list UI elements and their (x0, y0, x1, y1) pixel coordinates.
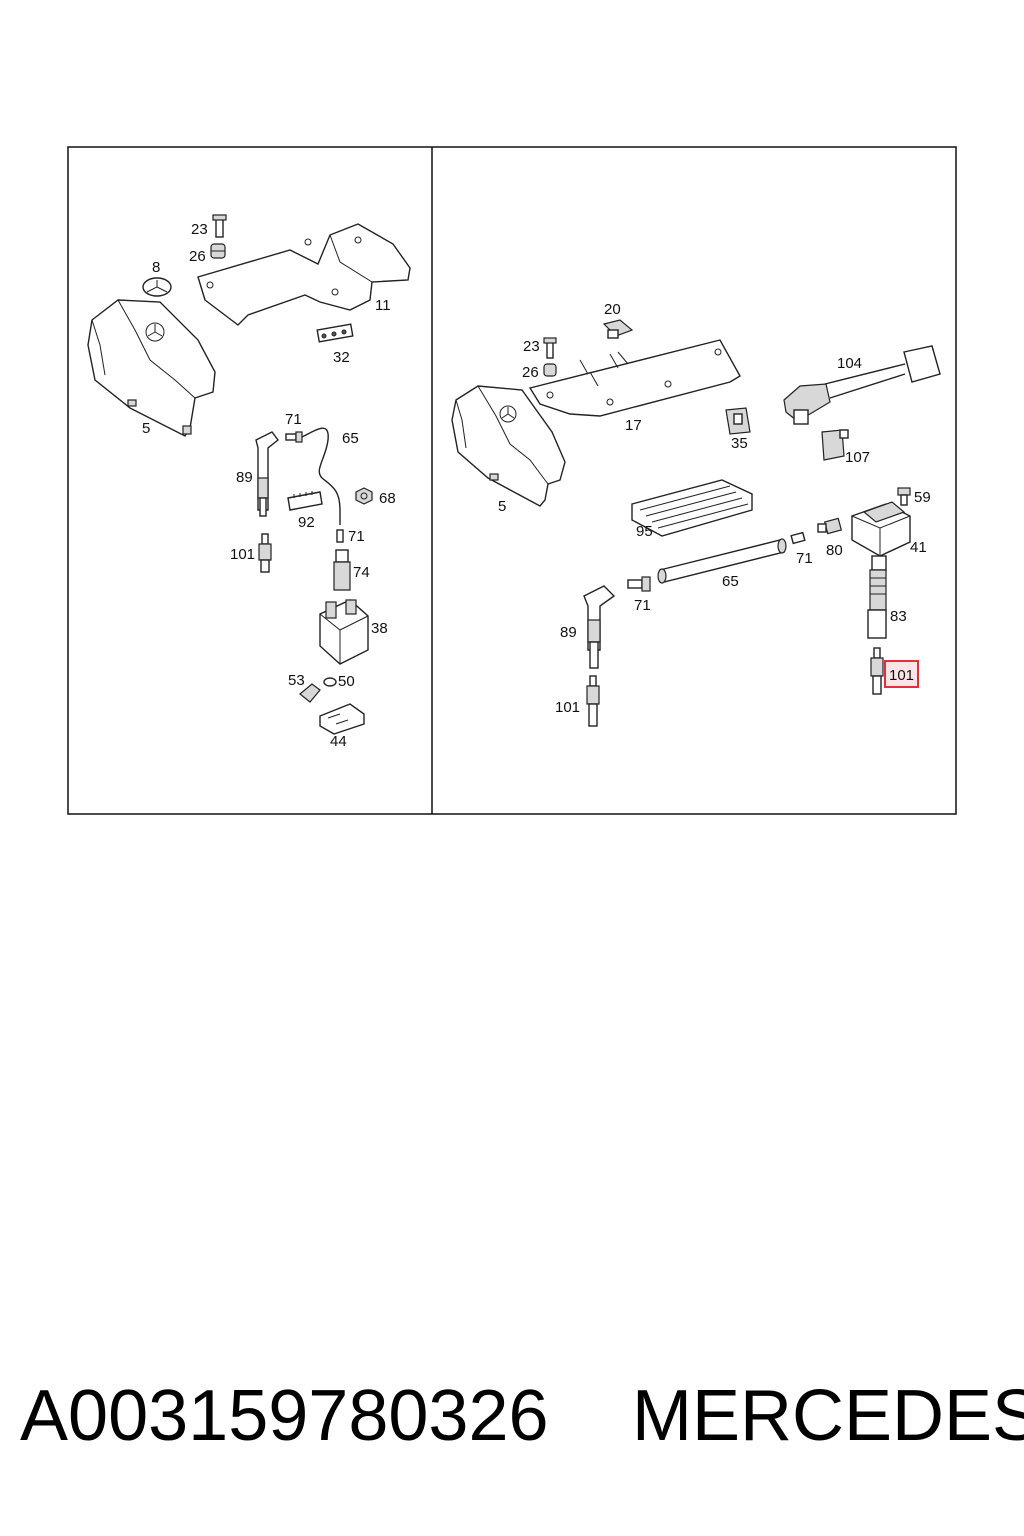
grommet-26 (210, 243, 226, 259)
callout-101-highlighted[interactable]: 101 (889, 667, 914, 684)
callout-26: 26 (189, 248, 206, 265)
callout-74: 74 (353, 564, 370, 581)
callout-11: 11 (375, 297, 391, 314)
washer-50 (323, 677, 337, 687)
callout-65: 65 (342, 430, 359, 447)
diagram-frame (67, 146, 957, 815)
ignition-coil-41 (851, 501, 911, 571)
pin-71-right-upper (790, 531, 806, 545)
lead-65-right (657, 538, 787, 584)
callout-101-lower: 101 (555, 699, 580, 716)
callout-50: 50 (338, 673, 355, 690)
bolt-59 (897, 487, 911, 506)
callout-89-right: 89 (560, 624, 577, 641)
callout-26-right: 26 (522, 364, 539, 381)
callout-20: 20 (604, 301, 621, 318)
sensor-107 (821, 429, 849, 461)
callout-101: 101 (230, 546, 255, 563)
left-panel: 23 26 8 11 32 5 71 65 89 68 92 71 101 74… (87, 214, 411, 750)
brand-name: MERCEDES (632, 1376, 1024, 1456)
wiring-harness-104 (783, 345, 941, 425)
callout-68: 68 (379, 490, 396, 507)
clip-92 (287, 491, 323, 511)
callout-23-right: 23 (523, 338, 540, 355)
callout-44: 44 (330, 733, 347, 750)
engine-cover-5-right (451, 385, 566, 507)
screw-53 (299, 683, 321, 703)
emblem-8 (142, 277, 172, 297)
ignition-lead-89 (255, 431, 279, 517)
callout-89: 89 (236, 469, 253, 486)
pin-71-upper (285, 431, 303, 443)
cover-95 (631, 479, 753, 537)
pin-71-right-lower (627, 576, 651, 592)
spark-plug-101-right (870, 647, 884, 695)
callout-71-lower: 71 (348, 528, 365, 545)
callout-32: 32 (333, 349, 350, 366)
ignition-lead-89-right (583, 585, 616, 669)
spark-plug-101-left (258, 533, 272, 573)
connector-32 (316, 323, 354, 343)
callout-5: 5 (142, 420, 150, 437)
callout-5-right: 5 (498, 498, 506, 515)
clip-35 (725, 407, 751, 435)
clip-20 (602, 319, 634, 339)
callout-38: 38 (371, 620, 388, 637)
cover-plate-11 (197, 223, 411, 326)
cable-65 (301, 427, 341, 525)
boot-74 (333, 549, 351, 591)
callout-92: 92 (298, 514, 315, 531)
callout-53: 53 (288, 672, 305, 689)
boot-83 (867, 569, 887, 639)
ignition-coil-38 (319, 599, 369, 665)
callout-17: 17 (625, 417, 642, 434)
callout-35: 35 (731, 435, 748, 452)
callout-23: 23 (191, 221, 208, 238)
callout-83: 83 (890, 608, 907, 625)
part-number: A003159780326 (20, 1376, 549, 1456)
callout-71-upper: 71 (285, 411, 302, 428)
callout-65-right: 65 (722, 573, 739, 590)
callout-107: 107 (845, 449, 870, 466)
callout-59: 59 (914, 489, 931, 506)
nut-68 (355, 487, 373, 505)
highlight-box (884, 660, 919, 688)
callout-8: 8 (152, 259, 160, 276)
callout-104: 104 (837, 355, 862, 372)
pin-71-lower (336, 529, 344, 543)
right-panel: 20 23 26 104 17 35 107 5 59 95 41 80 71 … (451, 301, 941, 727)
callout-71-right-upper: 71 (796, 550, 813, 567)
caption-bar: A003159780326 MERCEDES (0, 1375, 1024, 1485)
connector-80 (817, 517, 843, 535)
callout-95: 95 (636, 523, 653, 540)
bolt-23-right (543, 337, 557, 359)
spark-plug-101-lower (586, 675, 600, 727)
callout-80: 80 (826, 542, 843, 559)
bolt-23 (212, 214, 227, 238)
engine-cover-5 (87, 299, 216, 437)
callout-71-right-lower: 71 (634, 597, 651, 614)
callout-41: 41 (910, 539, 927, 556)
grommet-26-right (543, 363, 557, 377)
bracket-44 (319, 703, 365, 735)
trim-panel-17 (528, 339, 741, 417)
